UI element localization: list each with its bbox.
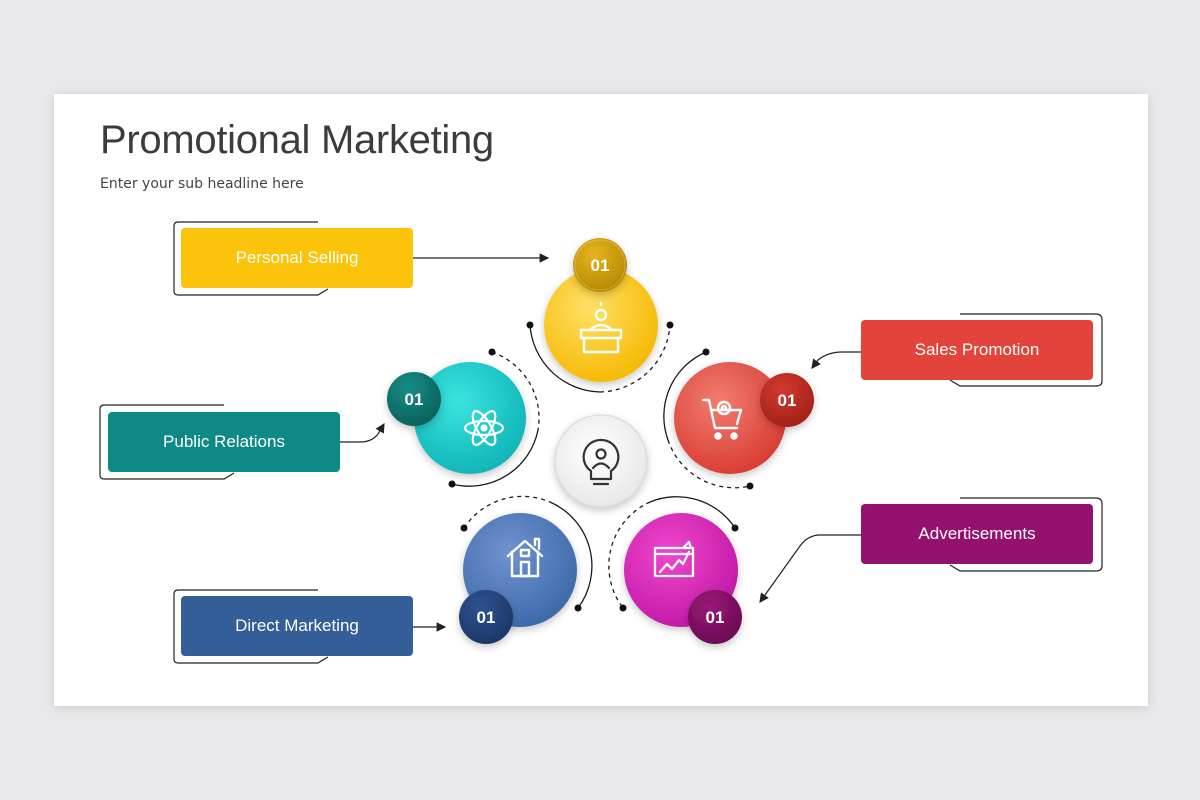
number-badge-personal-selling: 01 <box>591 256 610 275</box>
lightbulb-idea-icon <box>582 438 620 486</box>
house-icon <box>506 537 544 578</box>
label-personal-selling: Personal Selling <box>181 228 413 288</box>
label-public-relations: Public Relations <box>108 412 340 472</box>
orbit-dots <box>448 321 754 612</box>
label-sales-promotion: Sales Promotion <box>861 320 1093 380</box>
orbit-arcs <box>451 324 751 609</box>
center-node <box>554 414 648 508</box>
node-advertisements: 01 <box>624 513 742 644</box>
number-badge-direct-marketing: 01 <box>477 608 496 627</box>
node-direct-marketing: 01 <box>459 513 577 644</box>
label-advertisements: Advertisements <box>861 504 1093 564</box>
atom-icon <box>463 410 505 446</box>
cart-gear-icon <box>701 398 743 440</box>
number-badge-sales-promotion: 01 <box>778 391 797 410</box>
page-subtitle: Enter your sub headline here <box>100 176 304 192</box>
node-personal-selling: 01 <box>544 238 658 382</box>
label-direct-marketing: Direct Marketing <box>181 596 413 656</box>
connector-arrows <box>340 253 861 632</box>
page-title: Promotional Marketing <box>100 118 494 162</box>
podium-speaker-icon <box>579 301 623 354</box>
node-public-relations: 01 <box>387 362 526 474</box>
growth-chart-browser-icon <box>653 540 695 578</box>
label-outlines <box>99 221 1103 664</box>
number-badge-public-relations: 01 <box>405 390 424 409</box>
number-badge-advertisements: 01 <box>706 608 725 627</box>
node-sales-promotion: 01 <box>674 362 814 474</box>
